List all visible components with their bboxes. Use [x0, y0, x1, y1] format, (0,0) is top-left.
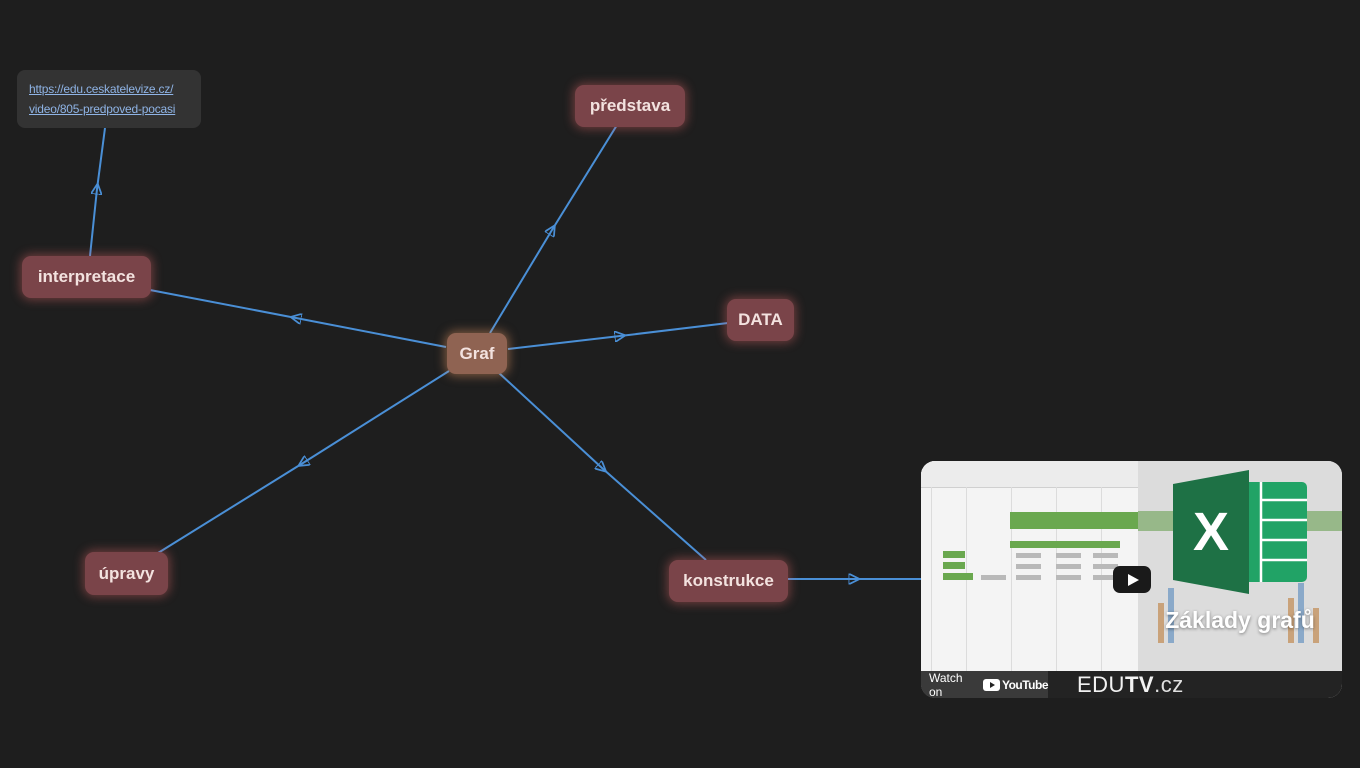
- link-card: https://edu.ceskatelevize.cz/ video/805-…: [17, 70, 201, 128]
- edge-graf-upravy: [157, 370, 450, 554]
- thumbnail-chart-column: [1288, 598, 1294, 643]
- node-predstava-label: představa: [589, 96, 671, 115]
- thumbnail-gridline: [931, 487, 932, 671]
- thumbnail-cell: [1056, 575, 1081, 580]
- thumbnail-row-bar: [943, 551, 965, 558]
- node-interpretace[interactable]: interpretace: [22, 256, 151, 298]
- node-graf-label: Graf: [459, 343, 495, 363]
- edge-graf-predstava: [489, 124, 618, 334]
- thumbnail-header-bar: [1010, 541, 1120, 548]
- thumbnail-header-bar: [1010, 512, 1138, 529]
- excel-logo-letter: X: [1193, 502, 1229, 562]
- thumbnail-toolbar: [921, 461, 1138, 488]
- brand-edu: EDU: [1077, 672, 1125, 697]
- thumbnail-chart-column: [1313, 608, 1319, 643]
- edge-interpretace-link: [89, 127, 106, 257]
- thumbnail-cell: [1016, 575, 1041, 580]
- thumbnail-gridline: [1011, 487, 1012, 671]
- link-line-2: video/805-predpoved-pocasi: [29, 102, 176, 116]
- edge-graf-konstrukce: [498, 372, 707, 561]
- thumbnail-cell: [1093, 564, 1118, 569]
- edutv-logo: EDUTV.cz: [1077, 672, 1184, 697]
- thumbnail-row-bar: [943, 573, 973, 580]
- thumbnail-cell: [1056, 564, 1081, 569]
- video-thumbnail-spreadsheet: [921, 461, 1138, 671]
- brand-tv: TV: [1124, 672, 1155, 697]
- video-url-link[interactable]: https://edu.ceskatelevize.cz/ video/805-…: [29, 79, 189, 119]
- edge-graf-interpretace: [149, 289, 447, 348]
- thumbnail-chart-column: [1298, 583, 1304, 643]
- thumbnail-cell: [1016, 564, 1041, 569]
- watch-on-label: Watch on: [929, 670, 963, 699]
- excel-logo-icon: X: [1173, 470, 1307, 594]
- brand-cz: .cz: [1154, 672, 1184, 697]
- thumbnail-row-bar: [943, 562, 965, 569]
- thumbnail-cell: [1016, 553, 1041, 558]
- video-bottom-bar: Watch on YouTube EDUTV.cz: [921, 671, 1342, 698]
- thumbnail-cell: [1056, 553, 1081, 558]
- node-konstrukce-label: konstrukce: [683, 571, 774, 590]
- link-line-1: https://edu.ceskatelevize.cz/: [29, 82, 174, 96]
- thumbnail-cell: [1093, 553, 1118, 558]
- edge-graf-data: [507, 322, 729, 350]
- node-interpretace-label: interpretace: [37, 267, 136, 286]
- node-data[interactable]: DATA: [727, 299, 794, 341]
- node-konstrukce[interactable]: konstrukce: [669, 560, 788, 602]
- node-upravy[interactable]: úpravy: [85, 552, 168, 595]
- video-embed[interactable]: X Základy grafů Watch on YouTube EDUTV.c…: [921, 461, 1342, 698]
- play-button[interactable]: [1113, 566, 1151, 593]
- node-upravy-label: úpravy: [98, 563, 155, 583]
- thumbnail-cell: [981, 575, 1006, 580]
- youtube-label: YouTube: [1001, 677, 1049, 692]
- thumbnail-cell: [1093, 575, 1118, 580]
- youtube-badge: YouTube: [982, 677, 1049, 692]
- video-title: Základy grafů: [1165, 607, 1315, 633]
- node-graf[interactable]: Graf: [447, 333, 507, 374]
- thumbnail-chart-column: [1168, 588, 1174, 643]
- node-data-label: DATA: [738, 310, 783, 329]
- watch-on-youtube-button[interactable]: Watch on YouTube: [921, 670, 1049, 699]
- thumbnail-chart-column: [1158, 603, 1164, 643]
- youtube-icon: [982, 678, 1000, 691]
- node-predstava[interactable]: představa: [575, 85, 685, 127]
